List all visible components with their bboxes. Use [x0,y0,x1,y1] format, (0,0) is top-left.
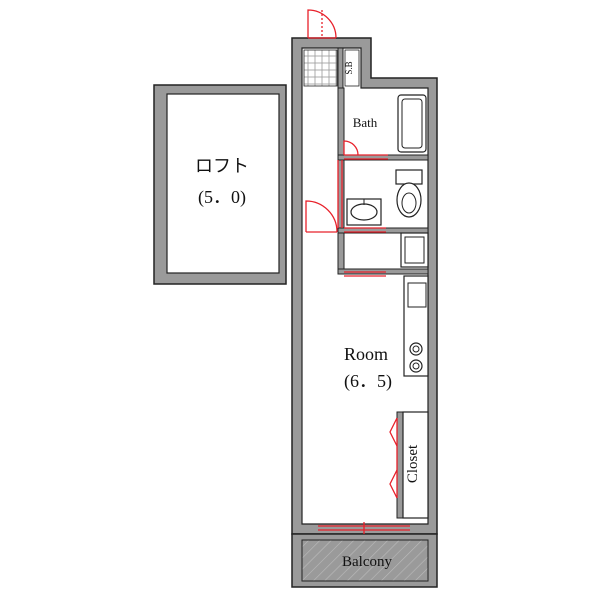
main-unit-walls [291,37,438,535]
loft-area [153,84,287,285]
toilet-icon [395,169,423,218]
washroom-door-icon [305,200,338,233]
kitchen-counter [403,275,429,377]
loft-size-label: (5．0) [198,187,246,208]
washer-space-icon [400,232,429,268]
closet-label: Closet [405,444,421,483]
room-label: Room [344,344,388,364]
doors [305,9,410,534]
loft-label: ロフト [195,156,249,176]
bathtub-icon [397,94,427,153]
balcony-label: Balcony [342,554,392,570]
shoe-box-label: S.B [344,61,354,74]
closet-box [402,411,429,519]
balcony-area [291,533,438,588]
shoe-box [344,49,360,87]
bath-label: Bath [353,115,378,130]
washbasin-icon [346,198,382,226]
kitchen-sink-icon [407,282,427,308]
bath-door-icon [343,140,359,156]
closet-door-icon [389,417,398,447]
entrance-door-icon [307,9,337,39]
room-size-label: (6．5) [344,371,392,392]
entrance-tile [303,49,338,87]
